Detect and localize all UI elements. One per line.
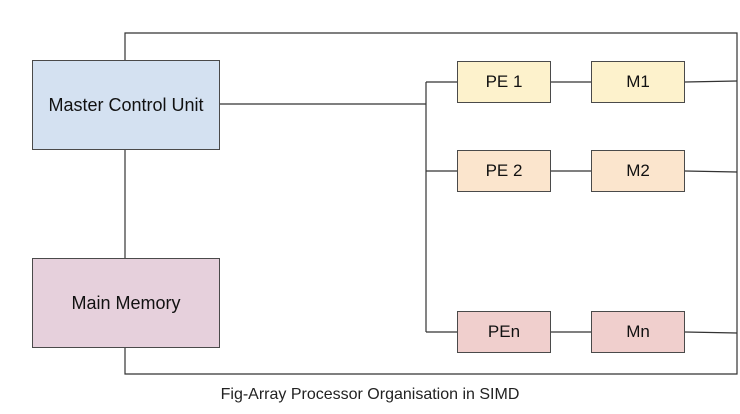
main-memory-label: Main Memory: [71, 293, 181, 313]
m2-label: M2: [626, 161, 650, 180]
outer-bus-line: [124, 32, 738, 375]
pe2-box: PE 2: [457, 150, 551, 192]
figure-caption: Fig-Array Processor Organisation in SIMD: [220, 386, 520, 403]
mn-label: Mn: [626, 322, 650, 341]
pe2-label: PE 2: [485, 161, 523, 180]
pen-box: PEn: [457, 311, 551, 353]
pen-label: PEn: [487, 322, 521, 341]
master-control-unit-box: Master Control Unit: [32, 60, 220, 150]
pe1-label: PE 1: [485, 72, 523, 91]
mn-bus-link: [684, 331, 738, 334]
m1-box: M1: [591, 61, 685, 103]
main-memory-box: Main Memory: [32, 258, 220, 348]
m1-label: M1: [626, 72, 650, 91]
m2-bus-link: [684, 170, 738, 173]
m2-box: M2: [591, 150, 685, 192]
master-control-unit-label: Master Control Unit: [48, 95, 204, 115]
m1-bus-link: [684, 80, 738, 83]
mn-box: Mn: [591, 311, 685, 353]
pe1-box: PE 1: [457, 61, 551, 103]
